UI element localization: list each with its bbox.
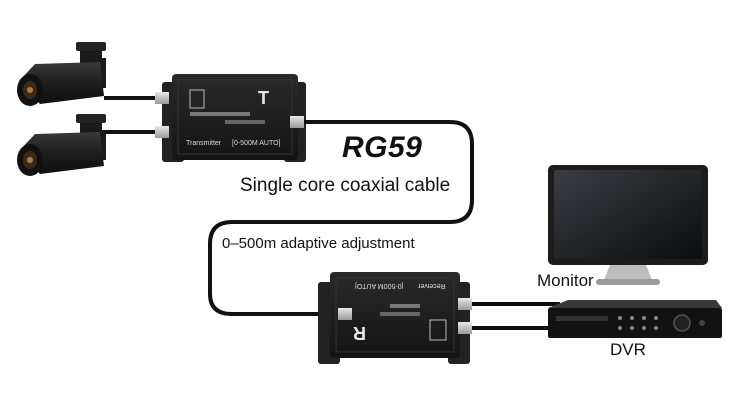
monitor-icon — [548, 165, 708, 285]
transmitter-range: [0-500M AUTO] — [232, 140, 281, 147]
camera-bottom — [17, 114, 106, 176]
receiver-letter: R — [353, 323, 366, 343]
transmitter-name: Transmitter — [186, 140, 222, 147]
receiver-unit — [318, 272, 472, 364]
camera-top — [17, 42, 106, 106]
transmitter-letter: T — [258, 88, 269, 108]
receiver-name: Receiver — [418, 282, 446, 289]
dvr-label: DVR — [610, 340, 646, 359]
dvr-icon — [548, 300, 722, 338]
adjustment-label: 0–500m adaptive adjustment — [222, 235, 415, 252]
receiver-range: [0-500M AUTO] — [355, 282, 404, 289]
coax-cable — [208, 120, 474, 316]
cable-type-subtitle: Single core coaxial cable — [240, 175, 451, 196]
transmitter-unit — [155, 74, 306, 162]
cable-type-title: RG59 — [342, 131, 423, 164]
monitor-label: Monitor — [537, 271, 594, 290]
